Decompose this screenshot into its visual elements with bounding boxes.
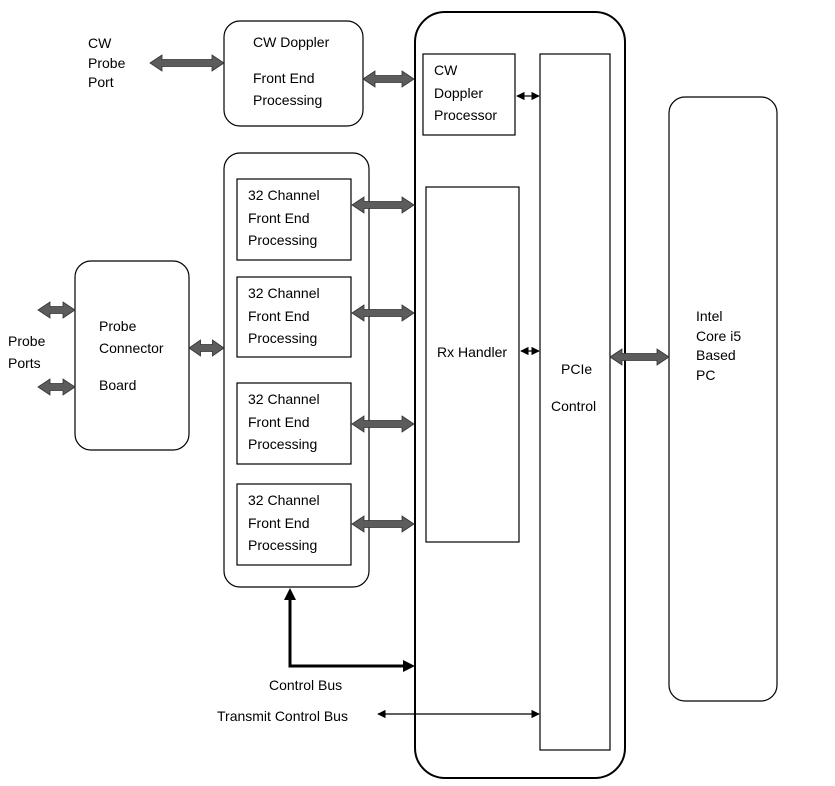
- transmit-control-bus-label: Transmit Control Bus: [217, 708, 348, 724]
- probe-connector-label: Probe Connector Board: [99, 318, 167, 393]
- intel-pc-label: Intel Core i5 Based PC: [696, 308, 745, 383]
- cw-frontend-fat-arrow: [362, 70, 415, 88]
- cw-doppler-processor-box: [422, 53, 516, 136]
- cw-doppler-frontend-box: [223, 20, 364, 127]
- control-bus-line: [288, 598, 405, 668]
- control-bus-arrowhead-right: [403, 660, 415, 672]
- channel1-fat-arrow: [351, 196, 415, 214]
- connector-fat-arrow: [188, 339, 225, 357]
- probe-connector-box: [74, 260, 190, 451]
- channel3-fat-arrow: [351, 415, 415, 433]
- pcie-pc-fat-arrow: [609, 348, 670, 366]
- rx-handler-box: [425, 186, 520, 543]
- rx-handler-label: Rx Handler: [437, 344, 507, 360]
- pcie-control-label: PCIe Control: [551, 361, 596, 414]
- channel2-fat-arrow: [351, 304, 415, 322]
- cw-doppler-processor-label: CW Doppler Processor: [434, 62, 497, 123]
- probe-port-upper-fat-arrow: [37, 301, 76, 319]
- probe-ports-label: Probe Ports: [8, 333, 49, 371]
- control-bus-arrowhead-up: [284, 588, 296, 600]
- frontend-group-box: [223, 152, 370, 588]
- cw-probe-port-label: CW Probe Port: [88, 35, 129, 90]
- cw-doppler-frontend-label: CW Doppler Front End Processing: [253, 34, 333, 108]
- cw-probe-fat-arrow: [149, 54, 225, 72]
- probe-port-lower-fat-arrow: [37, 378, 76, 396]
- main-board-frame: [414, 11, 626, 779]
- intel-pc-box: [668, 96, 778, 702]
- control-bus-label: Control Bus: [269, 677, 342, 693]
- pcie-control-box: [539, 53, 611, 751]
- channel4-fat-arrow: [351, 515, 415, 533]
